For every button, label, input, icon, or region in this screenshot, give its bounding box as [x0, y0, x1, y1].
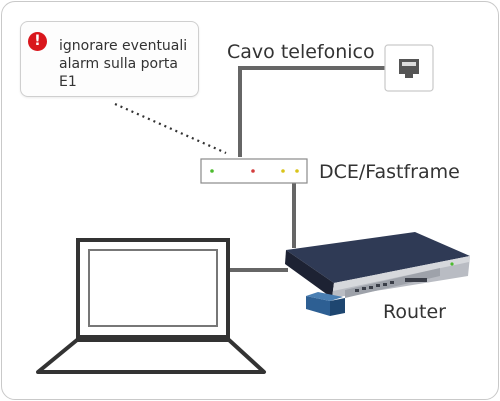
- dce-label: DCE/Fastframe: [319, 161, 460, 183]
- callout-connector: [114, 102, 227, 155]
- alarm-callout: [20, 21, 199, 97]
- dce-led-yellow-2: [295, 169, 299, 173]
- dce-device-icon: [200, 158, 308, 184]
- telephone-cable: [238, 66, 385, 157]
- callout-line-2: alarm sulla porta: [59, 56, 178, 72]
- cable-label: Cavo telefonico: [227, 41, 375, 63]
- phone-jack-icon: [384, 44, 434, 92]
- alert-icon: !: [28, 32, 47, 51]
- router-led: [450, 262, 454, 266]
- laptop-icon: [36, 238, 266, 374]
- callout-line-3: E1: [59, 74, 77, 90]
- callout-message: ignorare eventuali alarm sulla porta E1: [59, 37, 199, 91]
- dce-led-red: [251, 169, 255, 173]
- callout-line-1: ignorare eventuali: [59, 38, 188, 54]
- dce-led-yellow-1: [281, 169, 285, 173]
- router-label: Router: [383, 301, 446, 323]
- dce-led-green: [210, 169, 214, 173]
- router-icon: [285, 232, 470, 316]
